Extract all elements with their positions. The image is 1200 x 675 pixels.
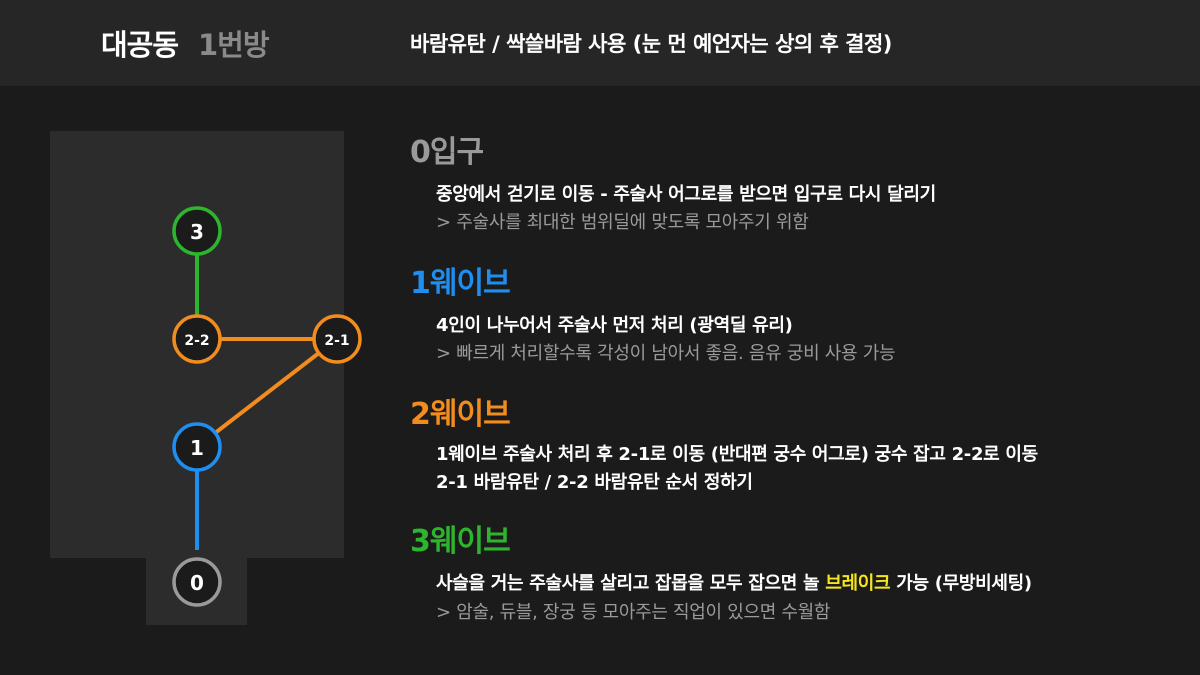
wave1-note: > 빠르게 처리할수록 각성이 남아서 좋음. 음유 궁비 사용 가능 xyxy=(436,343,896,364)
room-title: 대공동 xyxy=(101,28,179,62)
path-2-1-to-1 xyxy=(195,337,339,449)
wave2-instruction-1: 1웨이브 주술사 처리 후 2-1로 이동 (반대편 궁수 어그로) 궁수 잡고… xyxy=(436,444,1038,465)
header-description: 바람유탄 / 싹쓸바람 사용 (눈 먼 예언자는 상의 후 결정) xyxy=(410,32,892,56)
wave3-instruction-part1: 사슬을 거는 주술사를 살리고 잡몹을 모두 잡으면 놀 xyxy=(436,573,826,594)
section-wave2-title: 2웨이브 xyxy=(410,397,511,432)
node-3-label: 3 xyxy=(190,220,204,244)
section-entrance-title: 0입구 xyxy=(410,135,484,170)
wave3-note: > 암술, 듀블, 장궁 등 모아주는 직업이 있으면 수월함 xyxy=(436,602,831,623)
section-wave1-title: 1웨이브 xyxy=(410,266,511,301)
section-wave2: 2웨이브 xyxy=(410,389,511,433)
wave1-instruction: 4인이 나누어서 주술사 먼저 처리 (광역딜 유리) xyxy=(436,315,793,336)
break-highlight: 브레이크 xyxy=(825,573,891,594)
node-2-1-label: 2-1 xyxy=(324,333,349,349)
section-wave1: 1웨이브 xyxy=(410,258,511,302)
node-0-entrance: 0 xyxy=(172,557,222,607)
node-1-label: 1 xyxy=(190,436,204,460)
wave3-instruction-part2: 가능 (무방비세팅) xyxy=(890,573,1032,594)
node-2-2: 2-2 xyxy=(172,314,222,364)
node-2-2-label: 2-2 xyxy=(184,333,209,349)
section-entrance: 0입구 xyxy=(410,127,484,171)
node-1: 1 xyxy=(172,422,222,472)
entrance-instruction: 중앙에서 걷기로 이동 - 주술사 어그로를 받으면 입구로 다시 달리기 xyxy=(436,184,936,205)
header-bar: 대공동 1번방 바람유탄 / 싹쓸바람 사용 (눈 먼 예언자는 상의 후 결정… xyxy=(0,0,1200,86)
entrance-note: > 주술사를 최대한 범위딜에 맞도록 모아주기 위함 xyxy=(436,212,809,233)
wave3-instruction: 사슬을 거는 주술사를 살리고 잡몹을 모두 잡으면 놀 브레이크 가능 (무방… xyxy=(436,569,1032,595)
room-number: 1번방 xyxy=(198,28,270,62)
node-3: 3 xyxy=(172,206,222,256)
node-0-label: 0 xyxy=(190,571,204,595)
section-wave3: 3웨이브 xyxy=(410,516,511,560)
wave2-instruction-2: 2-1 바람유탄 / 2-2 바람유탄 순서 정하기 xyxy=(436,472,753,493)
section-wave3-title: 3웨이브 xyxy=(410,524,511,559)
node-2-1: 2-1 xyxy=(312,314,362,364)
